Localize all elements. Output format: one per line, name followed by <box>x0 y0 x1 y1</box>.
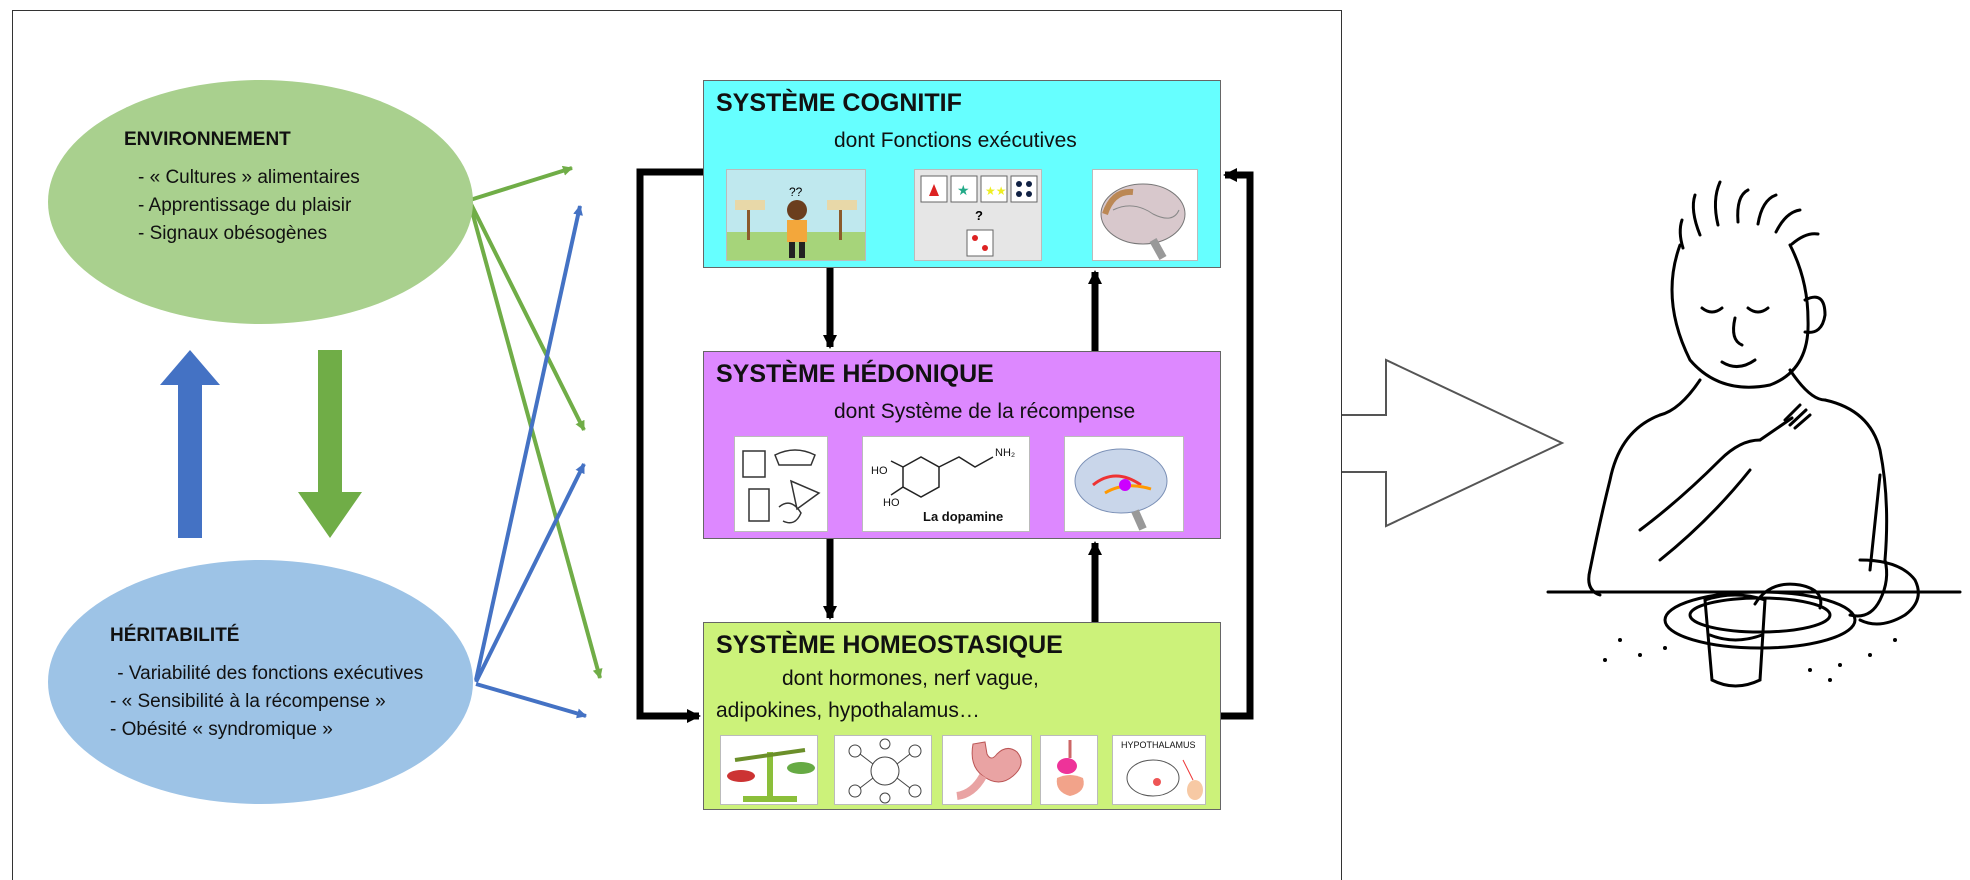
dopamine-image: HO HO NH₂ La dopamine <box>862 436 1030 532</box>
blue-arrow-2 <box>474 463 586 683</box>
digestive-system-image <box>1040 735 1098 805</box>
heritability-ellipse: HÉRITABILITÉ - Variabilité des fonctions… <box>48 560 473 804</box>
heritability-item: - Obésité « syndromique » <box>110 719 333 740</box>
ho-label: HO <box>883 497 900 509</box>
green-arrow-2 <box>468 201 586 431</box>
green-down-arrow <box>298 350 362 538</box>
environment-title: ENVIRONNEMENT <box>124 129 291 150</box>
crossroads-image: ?? <box>726 169 866 261</box>
dopamine-label: La dopamine <box>923 509 1004 524</box>
blue-arrow-1 <box>474 205 583 681</box>
hypothalamus-label: HYPOTHALAMUS <box>1121 740 1196 750</box>
reward-brain-image <box>1064 436 1184 532</box>
environment-item: - Signaux obésogènes <box>138 223 328 244</box>
cognitive-title: SYSTÈME COGNITIF <box>716 89 962 117</box>
cog-to-hom-loop-arrow <box>636 168 703 723</box>
blue-up-arrow <box>160 350 220 538</box>
homeostatic-title: SYSTÈME HOMEOSTASIQUE <box>716 631 1063 659</box>
homeostatic-subtitle-line1: dont hormones, nerf vague, <box>782 667 1039 690</box>
environment-ellipse: ENVIRONNEMENT - « Cultures » alimentaire… <box>48 80 473 324</box>
homeostatic-system-box: SYSTÈME HOMEOSTASIQUE dont hormones, ner… <box>703 622 1221 810</box>
svg-text:?: ? <box>975 208 983 223</box>
heritability-item: - Variabilité des fonctions exécutives <box>112 663 424 684</box>
homeostatic-subtitle-line2: adipokines, hypothalamus… <box>716 699 980 722</box>
cognitive-subtitle: dont Fonctions exécutives <box>834 129 1077 152</box>
green-arrow-1 <box>469 165 573 202</box>
crumbs <box>1603 638 1897 682</box>
stomach-image <box>942 735 1032 805</box>
ho-label: HO <box>871 465 888 477</box>
card-sorting-image: ★ ★★ ? <box>914 169 1042 261</box>
outline-result-arrow <box>1342 358 1565 528</box>
environment-item: - « Cultures » alimentaires <box>138 167 360 188</box>
environment-item: - Apprentissage du plaisir <box>138 195 352 216</box>
heritability-item: - « Sensibilité à la récompense » <box>110 691 386 712</box>
brain-image <box>1092 169 1198 261</box>
hedonic-title: SYSTÈME HÉDONIQUE <box>716 360 994 388</box>
junk-food-image <box>734 436 828 532</box>
eating-person-illustration <box>1546 180 1962 688</box>
heritability-title: HÉRITABILITÉ <box>110 625 240 646</box>
green-arrow-3 <box>468 203 603 679</box>
balance-scale-image <box>720 735 818 805</box>
hedonic-system-box: SYSTÈME HÉDONIQUE dont Système de la réc… <box>703 351 1221 539</box>
nh2-label: NH₂ <box>995 447 1016 459</box>
diagram-frame <box>12 10 1342 880</box>
hom-to-cog-loop-arrow <box>1221 168 1254 720</box>
svg-text:★★: ★★ <box>985 184 1007 198</box>
cognitive-system-box: SYSTÈME COGNITIF dont Fonctions exécutiv… <box>703 80 1221 268</box>
svg-text:★: ★ <box>957 182 970 198</box>
adipokines-network-image <box>834 735 932 805</box>
hypothalamus-image: HYPOTHALAMUS <box>1112 735 1206 805</box>
svg-text:??: ?? <box>789 185 803 199</box>
hedonic-subtitle: dont Système de la récompense <box>834 400 1136 423</box>
blue-arrow-3 <box>475 682 587 719</box>
